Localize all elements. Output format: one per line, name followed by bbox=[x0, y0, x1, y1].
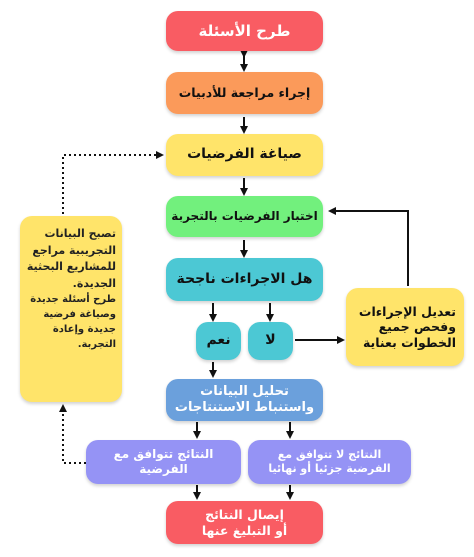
formulate-hypotheses-label: صياغة الفرضيات bbox=[187, 146, 302, 163]
literature-review-box: إجراء مراجعة للأدبيات bbox=[166, 72, 323, 114]
side-note-part2: طرح أسئلة جديدة وصياغة فرضية جديدة وإعاد… bbox=[30, 294, 116, 350]
yes-label: نعم bbox=[206, 332, 231, 349]
dotted-sidenote-hypotheses bbox=[62, 151, 164, 214]
results-not-match-label: النتائج لا تتوافق مع الفرضية جزئيا أو نه… bbox=[268, 448, 391, 475]
analyze-data-label-line1: تحليل البيانات bbox=[200, 383, 289, 399]
procedures-success-label: هل الاجراءات ناجحة bbox=[176, 270, 313, 287]
modify-procedures-label: تعديل الإجراءات وفحص جميع الخطوات بعناية bbox=[358, 303, 456, 350]
side-note-box: تصبح البيانات التجريبية مراجع للمشاريع ا… bbox=[20, 216, 122, 402]
ask-questions-box: طرح الأسئلة bbox=[166, 11, 323, 51]
arrow-modify-test bbox=[328, 207, 409, 286]
results-not-match-box: النتائج لا تتوافق مع الفرضية جزئيا أو نه… bbox=[248, 440, 411, 484]
communicate-results-label-line1: إيصال النتائج bbox=[205, 506, 284, 522]
ask-questions-label: طرح الأسئلة bbox=[198, 21, 291, 40]
literature-review-label: إجراء مراجعة للأدبيات bbox=[178, 85, 311, 101]
yes-box: نعم bbox=[196, 322, 241, 360]
results-match-label: النتائج تتوافق مع الفرضية bbox=[113, 447, 214, 476]
test-hypotheses-box: اختبار الفرضيات بالتجربة bbox=[166, 196, 323, 237]
procedures-success-box: هل الاجراءات ناجحة bbox=[166, 258, 323, 301]
results-match-box: النتائج تتوافق مع الفرضية bbox=[86, 440, 241, 484]
dotted-match-sidenote bbox=[59, 404, 86, 464]
modify-procedures-box: تعديل الإجراءات وفحص جميع الخطوات بعناية bbox=[346, 288, 464, 366]
test-hypotheses-label: اختبار الفرضيات بالتجربة bbox=[171, 209, 318, 223]
side-note-part1: تصبح البيانات التجريبية مراجع للمشاريع ا… bbox=[26, 227, 116, 290]
no-box: لا bbox=[248, 322, 293, 360]
communicate-results-box: إيصال النتائج أو التبليغ عنها bbox=[166, 501, 323, 544]
analyze-data-box: تحليل البيانات واستنباط الاستنتاجات bbox=[166, 379, 323, 421]
analyze-data-label-line2: واستنباط الاستنتاجات bbox=[174, 400, 315, 415]
formulate-hypotheses-box: صياغة الفرضيات bbox=[166, 134, 323, 176]
no-label: لا bbox=[265, 332, 276, 349]
communicate-results-label-line2: أو التبليغ عنها bbox=[201, 522, 288, 538]
